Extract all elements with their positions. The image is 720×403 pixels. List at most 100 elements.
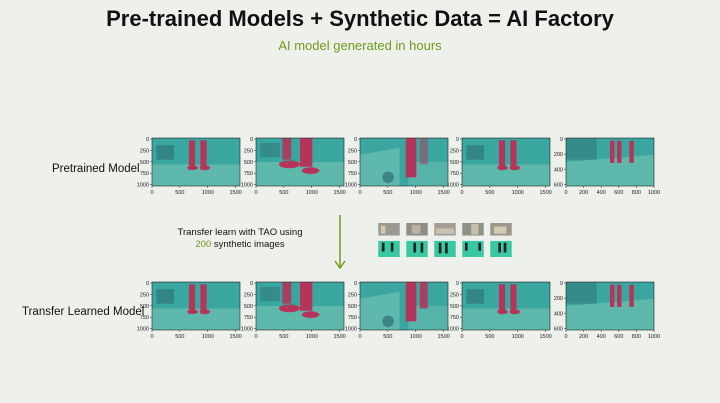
background-object [566,282,597,304]
x-tick-label: 800 [632,334,641,340]
y-tick-label: 1000 [241,183,253,189]
y-tick-label: 1000 [137,183,149,189]
y-tick-label: 1000 [447,327,459,333]
x-tick-label: 500 [383,334,392,340]
x-tick-label: 400 [597,190,606,196]
x-tick-label: 0 [150,334,153,340]
y-tick-label: 250 [450,292,459,298]
x-tick-label: 1000 [648,190,660,196]
background-object [566,138,597,160]
x-tick-label: 0 [564,190,567,196]
person-leg-segment [510,140,517,167]
y-tick-label: 1000 [241,327,253,333]
segmentation-image [256,138,344,186]
person-head-segment [629,140,634,146]
person-foot-segment [187,309,198,315]
x-tick-label: 1500 [229,190,241,196]
row-label-pretrained: Pretrained Model [52,163,140,175]
person-segment [617,143,622,163]
y-tick-label: 500 [450,160,459,166]
person-leg-segment [419,282,428,309]
x-tick-label: 500 [383,190,392,196]
x-tick-label: 1000 [410,190,422,196]
background-object [466,289,484,304]
synthetic-image-thumbnail [462,223,484,257]
y-tick-label: 750 [140,315,149,321]
y-tick-label: 0 [146,137,149,143]
person-leg-segment [419,138,428,165]
y-tick-label: 0 [456,137,459,143]
transfer-note-line1: Transfer learn with TAO using [177,227,303,238]
x-tick-label: 1000 [648,334,660,340]
y-tick-label: 750 [450,171,459,177]
person-segment [629,287,634,307]
person-leg-segment [498,140,506,167]
x-tick-label: 1000 [512,190,524,196]
y-tick-label: 600 [554,183,563,189]
y-tick-label: 250 [140,148,149,154]
person-foot-segment [509,165,521,171]
x-tick-label: 800 [632,190,641,196]
x-tick-label: 500 [485,190,494,196]
y-tick-label: 1000 [345,183,357,189]
person-leg-segment [200,140,207,167]
floor-region [152,308,240,330]
floor-region [462,164,550,186]
segmentation-image [566,138,654,186]
segmentation-image [360,138,448,186]
x-tick-label: 1500 [539,190,551,196]
y-tick-label: 0 [354,137,357,143]
y-tick-label: 750 [348,171,357,177]
background-object [466,145,484,160]
person-foot-segment [509,309,521,315]
person-foot-segment [187,165,198,171]
synthetic-image-thumbnail [434,223,456,257]
robot-wheel [382,171,394,184]
y-tick-label: 0 [560,137,563,143]
x-tick-label: 500 [279,334,288,340]
y-tick-label: 500 [244,160,253,166]
x-tick-label: 500 [175,334,184,340]
y-tick-label: 250 [450,148,459,154]
person-head-segment [616,140,622,146]
y-tick-label: 0 [354,281,357,287]
person-head-segment [629,284,634,290]
person-head-segment [609,140,615,146]
x-tick-label: 1500 [437,190,449,196]
x-tick-label: 1500 [229,334,241,340]
transfer-note-line2: synthetic images [211,239,285,250]
floor-region [152,164,240,186]
y-tick-label: 750 [140,171,149,177]
x-tick-label: 200 [579,334,588,340]
y-tick-label: 600 [554,327,563,333]
page-title: Pre-trained Models + Synthetic Data = AI… [106,6,614,31]
floor-region [462,308,550,330]
person-leg-segment [188,284,196,311]
x-tick-label: 500 [175,190,184,196]
page-subtitle: AI model generated in hours [278,38,442,53]
person-foot-segment [301,311,320,318]
row-label-transfer-learned: Transfer Learned Model [22,306,145,318]
x-tick-label: 0 [254,334,257,340]
person-leg-segment [405,138,417,178]
person-foot-segment [278,160,300,169]
y-tick-label: 750 [244,171,253,177]
x-tick-label: 1000 [410,334,422,340]
x-tick-label: 1000 [202,190,214,196]
person-leg-segment [405,282,417,322]
person-leg-segment [300,282,313,311]
x-tick-label: 0 [254,190,257,196]
y-tick-label: 500 [450,304,459,310]
x-tick-label: 1500 [539,334,551,340]
